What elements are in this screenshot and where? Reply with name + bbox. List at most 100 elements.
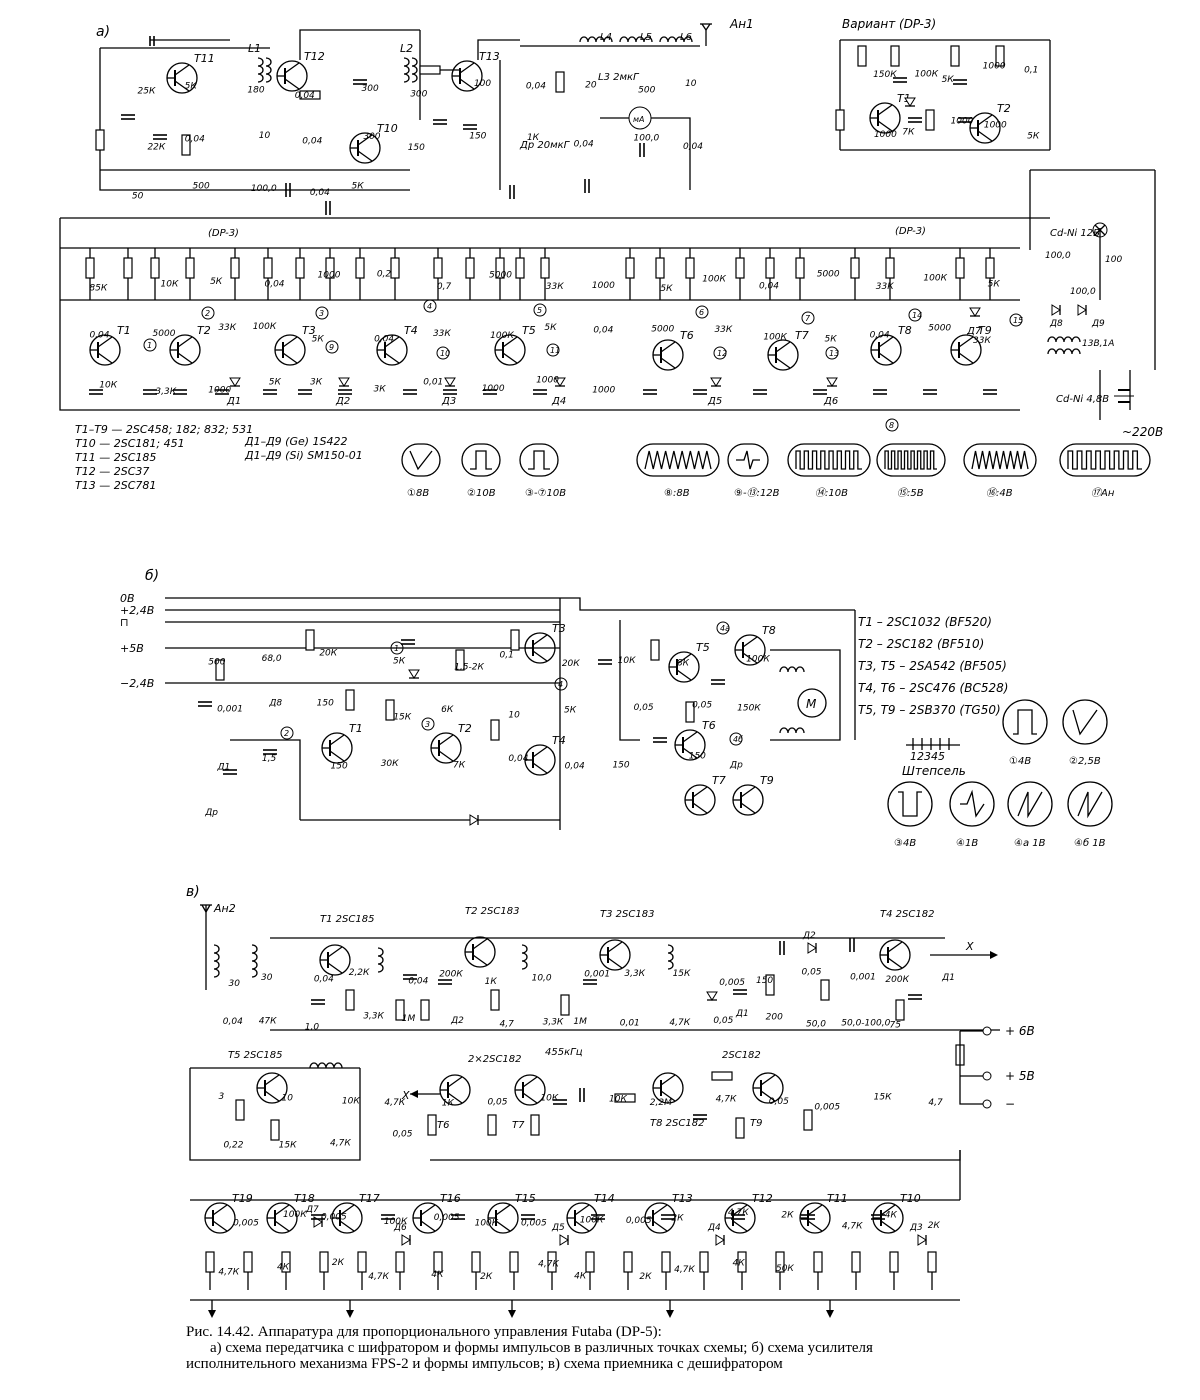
component-value: 100,0 bbox=[634, 133, 660, 143]
diode-label: Д2 bbox=[802, 931, 816, 941]
wire bbox=[59, 218, 1020, 411]
resistor bbox=[885, 257, 895, 279]
waveform-frame bbox=[461, 443, 501, 477]
wire bbox=[877, 120, 893, 132]
wire bbox=[420, 1204, 436, 1216]
component-value: 3 bbox=[218, 1092, 224, 1102]
wire bbox=[212, 1204, 228, 1216]
transformer-coil bbox=[1047, 336, 1081, 343]
component-value: 10К bbox=[540, 1094, 558, 1104]
component-value: 0,001 bbox=[850, 973, 876, 983]
resistor bbox=[735, 257, 745, 279]
wire bbox=[97, 352, 113, 364]
wire bbox=[701, 23, 707, 31]
resistor bbox=[625, 257, 635, 279]
wire bbox=[357, 134, 373, 146]
wire bbox=[958, 336, 974, 348]
transistor-label: T8 bbox=[762, 624, 776, 637]
wire bbox=[299, 29, 420, 60]
waveform-trace bbox=[1013, 709, 1037, 735]
resistor bbox=[185, 257, 195, 279]
transistor-label: T17 bbox=[359, 1192, 380, 1205]
resistor bbox=[95, 129, 105, 151]
component-value: 10К bbox=[342, 1096, 360, 1106]
component-value: 200 bbox=[766, 1013, 783, 1023]
antenna-label: Ан2 bbox=[213, 902, 236, 915]
component-value: 0,05 bbox=[487, 1097, 507, 1107]
resistor bbox=[927, 1251, 937, 1273]
resistor bbox=[650, 639, 660, 661]
wire bbox=[522, 1092, 538, 1104]
resistor bbox=[490, 719, 500, 741]
component-value: 10К bbox=[99, 381, 117, 391]
component-value: 5К bbox=[1027, 132, 1040, 142]
component-value: 4К bbox=[733, 1259, 746, 1269]
component-value: 3,3К bbox=[543, 1017, 564, 1027]
test-point-marker bbox=[280, 726, 294, 740]
component-value: 150 bbox=[469, 131, 486, 141]
component-value: 5000 bbox=[489, 271, 512, 281]
component-value: 100К bbox=[490, 331, 514, 341]
wire bbox=[502, 352, 518, 364]
component-value: 0,005 bbox=[814, 1102, 840, 1112]
component-value: 0,04 bbox=[264, 279, 284, 289]
component-value: 1000 bbox=[983, 61, 1006, 71]
choke-coil bbox=[779, 727, 805, 734]
wire bbox=[522, 1076, 538, 1088]
resistor bbox=[985, 257, 995, 279]
plug-label: Штепсель bbox=[902, 764, 966, 778]
wire bbox=[560, 597, 855, 611]
wire bbox=[329, 734, 345, 746]
coil-label: L2 bbox=[400, 42, 413, 55]
component-value: 1000 bbox=[536, 375, 559, 385]
test-point-number: 1 bbox=[394, 644, 399, 653]
wire bbox=[477, 39, 520, 60]
resistor bbox=[490, 989, 500, 1011]
component-value: 150К bbox=[873, 70, 897, 80]
test-point-number: 7 bbox=[805, 314, 811, 323]
rx-transistor-label: 2SC182 bbox=[722, 1050, 761, 1061]
resistor bbox=[419, 65, 441, 75]
resistor bbox=[215, 659, 225, 681]
component-value: 5К bbox=[564, 706, 577, 716]
waveform-frame bbox=[787, 443, 871, 477]
component-value: 1000 bbox=[592, 386, 615, 396]
test-point-marker bbox=[390, 641, 404, 655]
component-value: 0,05 bbox=[634, 703, 654, 713]
caption-line-2: а) схема передатчика с шифратором и форм… bbox=[210, 1340, 873, 1356]
diode bbox=[408, 669, 420, 679]
wire bbox=[977, 130, 993, 142]
resistor bbox=[243, 1251, 253, 1273]
rail-label: +2,4В bbox=[120, 604, 154, 617]
waveform-tag: ⑮:5В bbox=[897, 487, 924, 499]
component-value: 50,0 bbox=[806, 1019, 826, 1029]
transistor-type-line: T12 — 2SC37 bbox=[75, 465, 149, 478]
component-value: 5000 bbox=[651, 324, 674, 334]
wire bbox=[282, 336, 298, 348]
component-value: 10 bbox=[685, 79, 697, 89]
transistor-label: T13 bbox=[479, 50, 500, 63]
resistor bbox=[355, 257, 365, 279]
component-value: 0,22 bbox=[223, 1140, 243, 1150]
component-value: 1М bbox=[402, 1014, 416, 1024]
component-value: 5К bbox=[269, 377, 282, 387]
wire bbox=[887, 941, 903, 953]
wire bbox=[660, 357, 676, 369]
component-value: 33К bbox=[714, 325, 732, 335]
wire bbox=[742, 636, 758, 648]
coil-l6 bbox=[659, 36, 693, 43]
transistor-label: T13 bbox=[672, 1192, 693, 1205]
cap-label: 100,0 bbox=[1070, 287, 1096, 297]
test-point-number: 4 bbox=[427, 302, 432, 311]
wire bbox=[459, 78, 475, 90]
diode-label: Д7 bbox=[966, 326, 982, 337]
waveform-trace bbox=[960, 789, 985, 818]
diode bbox=[1077, 304, 1087, 316]
transistor-label: T7 bbox=[712, 774, 726, 787]
section-a-marker: а) bbox=[96, 24, 110, 40]
transistor-type-line: T10 — 2SC181; 451 bbox=[75, 437, 185, 450]
wire bbox=[495, 1220, 511, 1232]
rx-coil bbox=[309, 1062, 343, 1069]
resistor bbox=[699, 1251, 709, 1273]
